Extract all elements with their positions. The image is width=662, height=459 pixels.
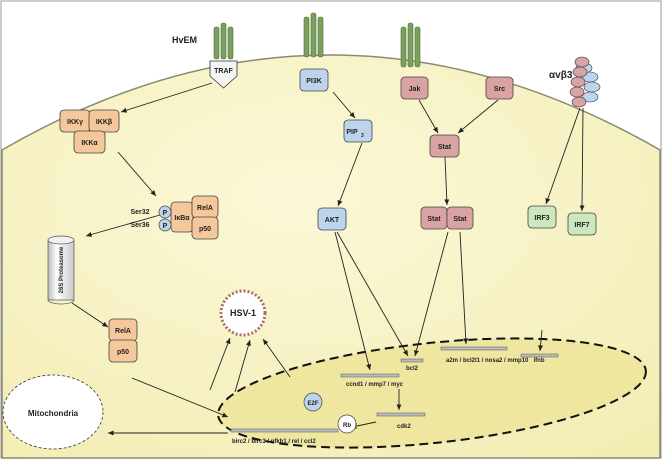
ikka-label: IKKα (81, 140, 98, 147)
ikkg-label: IKKγ (67, 119, 83, 126)
src-node (485, 76, 514, 100)
mitochondria-label: Mitochondria (28, 409, 79, 418)
ikba-label: IκBα (174, 215, 190, 222)
hsv-label: HSV-1 (230, 308, 256, 318)
gene-ifnb: ifnb (534, 358, 545, 364)
rela-top-label: RelA (197, 205, 213, 212)
gene-birc2-group: birc2 / birc3 / nfkb1 / rel / ccl2 (232, 439, 316, 445)
nucleus (217, 337, 647, 449)
ikkb-label: IKKβ (96, 119, 113, 126)
gene-bars (230, 346, 559, 433)
hsv-virus (219, 289, 267, 337)
jak-label: Jak (409, 86, 421, 93)
rb-label: Rb (343, 423, 351, 429)
irf7-node (567, 212, 597, 236)
pi3k-receptor (303, 12, 324, 58)
traf-label: TRAF (214, 68, 233, 75)
irf3-node (527, 205, 557, 229)
p50-top-label: p50 (199, 226, 211, 233)
p50-bottom-node (108, 339, 138, 363)
integrin-receptor (569, 56, 601, 108)
traf-node (209, 60, 238, 89)
ser36-label: Ser36 (130, 222, 149, 229)
akt-label: AKT (325, 217, 340, 224)
gene-bcl2: bcl2 (406, 366, 419, 372)
gene-a2m-group: a2m / bcl2l1 / nosa2 / mmp10 (446, 358, 529, 364)
proteasome-label: 26S Proteasome (59, 246, 65, 293)
jak-receptor (400, 22, 421, 68)
e2f-label: E2F (307, 401, 318, 407)
proteasome (47, 235, 75, 305)
pip3-label: PIP (346, 129, 358, 136)
p50-bottom-label: p50 (117, 349, 129, 356)
src-label: Src (494, 86, 505, 93)
rela-bottom-label: RelA (115, 328, 131, 335)
pip3-node (343, 119, 373, 143)
receptor-label: HvEM (172, 35, 197, 45)
pathway-arrows (71, 82, 585, 436)
nfkb-complex (158, 195, 219, 240)
pi3k-label: PI3K (306, 78, 322, 85)
irf7-label: IRF7 (574, 222, 589, 229)
pi3k-node (299, 68, 329, 92)
akt-node (317, 207, 347, 231)
stat-dimer-right (446, 206, 474, 230)
phospho-top: P (163, 210, 168, 217)
jak-node (400, 76, 429, 100)
gene-cdk2: cdk2 (397, 424, 411, 430)
integrin-label: αvβ3 (549, 70, 573, 81)
hvem-receptor (213, 22, 234, 60)
irf3-label: IRF3 (534, 215, 549, 222)
ser32-label: Ser32 (130, 209, 149, 216)
pip3-subscript: 3 (361, 133, 364, 139)
mitochondria (2, 374, 104, 450)
stat-node (429, 134, 460, 158)
ikk-complex (59, 109, 120, 154)
phospho-bottom: P (163, 223, 168, 230)
stat-dimer-left-label: Stat (427, 216, 441, 223)
stat-dimer-right-label: Stat (453, 216, 467, 223)
stat-label: Stat (438, 144, 452, 151)
gene-ccnd1-group: ccnd1 / mmp7 / myc (346, 382, 404, 388)
e2f-node (303, 392, 323, 412)
